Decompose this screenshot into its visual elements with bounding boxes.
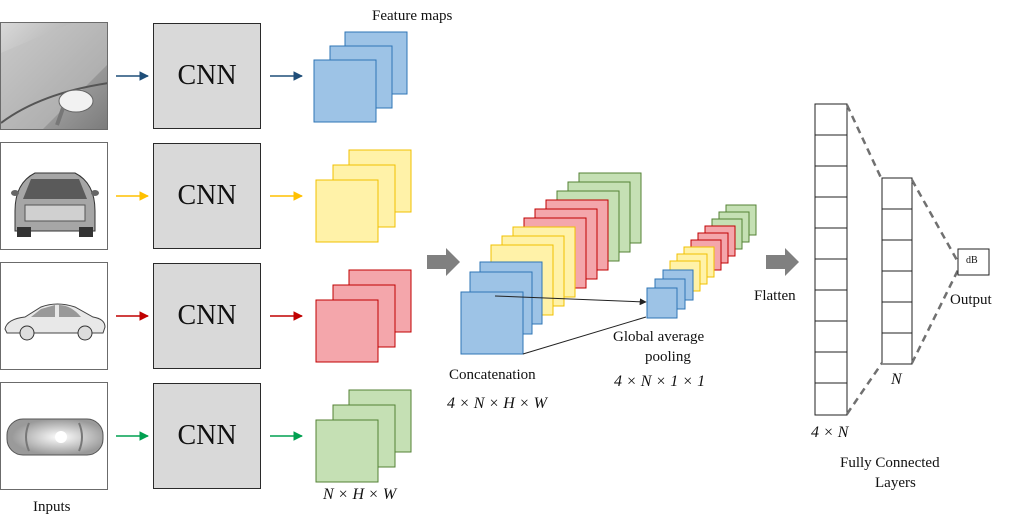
four-n-label: 4 × N bbox=[811, 424, 849, 441]
feature-map-stack-green bbox=[315, 389, 412, 483]
concatenation-label: Concatenation bbox=[449, 367, 536, 383]
feature-map-stack-blue bbox=[313, 31, 408, 123]
gap-label-line1: Global average bbox=[613, 329, 705, 345]
input-image-top bbox=[0, 382, 108, 490]
gap-stack bbox=[646, 204, 757, 319]
fc-label-line1: Fully Connected bbox=[840, 455, 940, 471]
cnn-label: CNN bbox=[177, 420, 237, 451]
gap-dims-label: 4 × N × 1 × 1 bbox=[614, 373, 706, 390]
fc-vector-4n bbox=[814, 103, 848, 416]
cnn-block-2: CNN bbox=[153, 143, 261, 249]
input-image-mirror bbox=[0, 22, 108, 130]
cnn-label: CNN bbox=[177, 60, 237, 91]
db-label: dB bbox=[966, 255, 978, 266]
feature-maps-label: Feature maps bbox=[372, 8, 453, 24]
concatenation-stack bbox=[460, 172, 642, 355]
gap-projection-line-top bbox=[494, 295, 647, 306]
cnn-block-4: CNN bbox=[153, 383, 261, 489]
output-box bbox=[957, 248, 990, 276]
feature-map-stack-yellow bbox=[315, 149, 412, 243]
gap-label-line2: pooling bbox=[645, 349, 691, 365]
gap-projection-line-bottom bbox=[522, 316, 647, 355]
flatten-label: Flatten bbox=[754, 288, 796, 304]
fc-label-line2: Layers bbox=[875, 475, 916, 491]
cnn-block-1: CNN bbox=[153, 23, 261, 129]
block-arrow-concat bbox=[427, 248, 460, 276]
fc-dashed-connectors bbox=[845, 104, 960, 415]
concat-dims-label: 4 × N × H × W bbox=[447, 395, 547, 412]
cnn-label: CNN bbox=[177, 300, 237, 331]
fc-vector-n bbox=[881, 177, 913, 365]
cnn-label: CNN bbox=[177, 180, 237, 211]
input-image-front bbox=[0, 142, 108, 250]
cnn-block-3: CNN bbox=[153, 263, 261, 369]
nhw-label: N × H × W bbox=[323, 486, 397, 503]
inputs-label: Inputs bbox=[33, 499, 71, 515]
n-label: N bbox=[891, 371, 902, 388]
block-arrow-flatten bbox=[766, 248, 799, 276]
input-image-side bbox=[0, 262, 108, 370]
output-label: Output bbox=[950, 292, 992, 308]
feature-map-stack-red bbox=[315, 269, 412, 363]
